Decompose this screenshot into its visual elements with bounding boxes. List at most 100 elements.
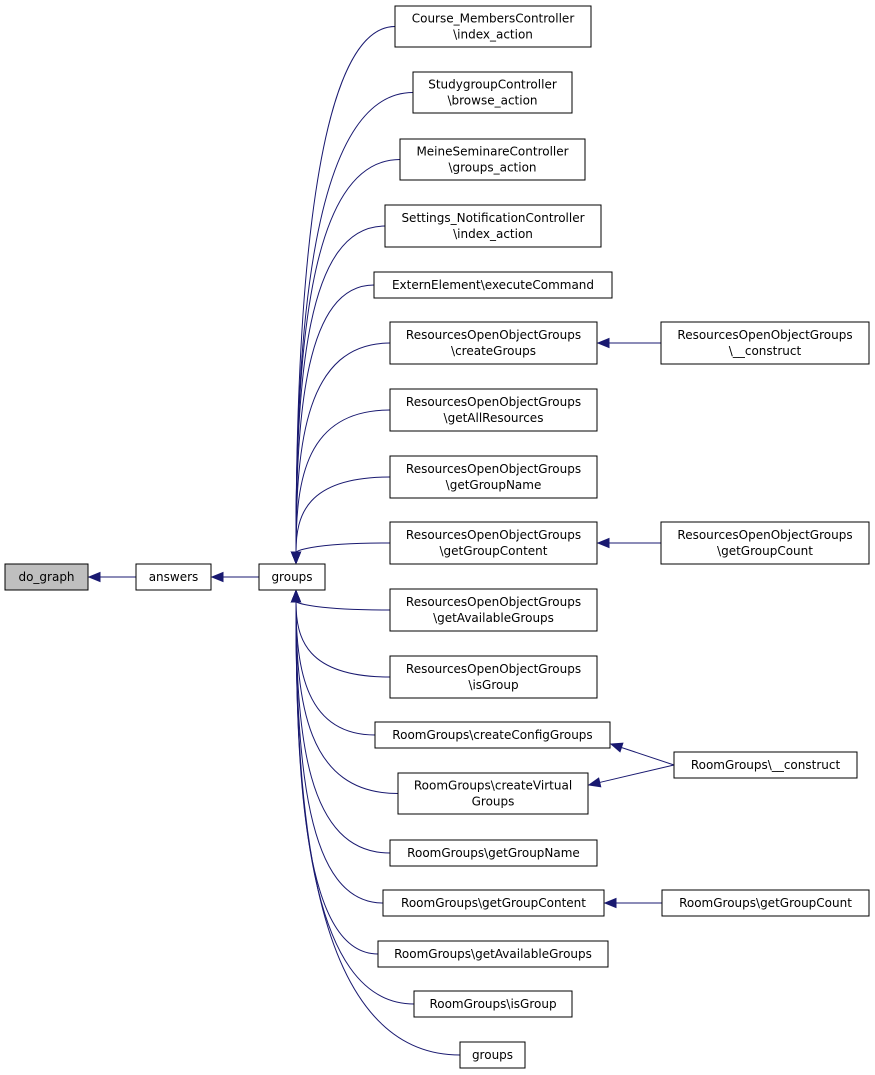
node-label: \browse_action [447,94,537,108]
node-label: ResourcesOpenObjectGroups [406,462,581,476]
node-box [377,940,609,968]
node-groups[interactable]: groups [258,563,326,591]
edge-line [621,747,675,766]
node-box [4,563,89,591]
node-label: ResourcesOpenObjectGroups [677,328,852,342]
node-label: ExternElement\executeCommand [392,278,594,292]
node-box [660,521,870,565]
edge-line [295,476,391,553]
nodes-layer: do_graph answers groups Course_MembersContr… [4,5,870,1069]
node-box [384,204,602,248]
node-label: Course_MembersController [412,12,575,26]
node-box [373,271,613,299]
edge-roog-getcontent-to-groups [290,542,391,565]
node-box [459,1041,526,1069]
node-roog-getall[interactable]: ResourcesOpenObjectGroups\getAllResource… [389,388,598,432]
edge-groups-to-answers [210,571,259,583]
node-roog-getavail[interactable]: ResourcesOpenObjectGroups \getAvailableGr… [389,588,598,632]
edge-roog-getavail-to-groups [290,589,391,611]
node-box [673,751,858,779]
edge-arrowhead [210,571,224,583]
edge-rg-createconfig-to-groups [290,589,376,736]
node-roog-construct[interactable]: ResourcesOpenObjectGroups\__construct [660,321,870,365]
edge-line [295,601,461,1056]
edge-line [295,601,384,904]
edge-arrowhead [290,589,302,603]
edge-meine-seminare-to-groups [290,159,401,565]
node-rg-getcount[interactable]: RoomGroups\getGroupCount [661,889,870,917]
node-label: RoomGroups\getGroupContent [401,896,586,910]
edge-line [295,542,391,553]
node-label: RoomGroups\createVirtual [414,779,572,793]
edges-layer [87,26,675,1056]
node-box [389,521,598,565]
node-answers[interactable]: answers [135,563,212,591]
node-label: \getGroupCount [717,544,813,558]
edge-line [295,601,379,955]
edge-line [295,342,391,553]
node-label: \getAvailableGroups [433,611,554,625]
node-label: Groups [472,795,515,809]
node-label: \getGroupName [446,478,542,492]
node-roog-getcontent[interactable]: ResourcesOpenObjectGroups\getGroupConten… [389,521,598,565]
edge-roog-create-to-groups [290,342,391,565]
node-do-graph[interactable]: do_graph [4,563,89,591]
node-roog-getname[interactable]: ResourcesOpenObjectGroups \getGroupName [389,455,598,499]
node-label: RoomGroups\isGroup [429,997,556,1011]
node-label: ResourcesOpenObjectGroups [406,595,581,609]
node-settings-notification[interactable]: Settings_NotificationController\index_ac… [384,204,602,248]
edge-arrowhead [609,742,624,753]
node-label: RoomGroups\__construct [691,758,841,772]
node-label: ResourcesOpenObjectGroups [677,528,852,542]
node-box [389,388,598,432]
node-label: \isGroup [468,678,518,692]
node-label: \index_action [453,227,533,241]
node-box [660,321,870,365]
node-course-members[interactable]: Course_MembersController\index_action [394,5,592,48]
node-box [661,889,870,917]
node-rg-createconfig[interactable]: RoomGroups\createConfigGroups [374,721,611,749]
node-label: RoomGroups\getGroupName [407,846,580,860]
node-box [389,839,598,867]
node-box [389,588,598,632]
node-box [399,138,586,181]
edge-arrowhead [596,537,610,549]
edge-rg-construct-to-rg-createconfig [609,742,675,766]
node-roog-getcount[interactable]: ResourcesOpenObjectGroups \getGroupCount [660,521,870,565]
node-groups-leaf[interactable]: groups [459,1041,526,1069]
edge-line [599,764,675,783]
node-rg-getname[interactable]: RoomGroups\getGroupName [389,839,598,867]
node-box [394,5,592,48]
edge-answers-to-do-graph [87,571,136,583]
node-rg-isgroup[interactable]: RoomGroups\isGroup [413,990,573,1018]
node-rg-construct[interactable]: RoomGroups\__construct [673,751,858,779]
node-label: do_graph [18,570,74,584]
edge-line [295,284,375,553]
edge-roog-getcount-to-roog-getcontent [596,537,661,549]
node-rg-getavail[interactable]: RoomGroups\getAvailableGroups [377,940,609,968]
edge-arrowhead [587,777,602,788]
edge-line [295,601,391,611]
node-box [389,455,598,499]
node-extern-element[interactable]: ExternElement\executeCommand [373,271,613,299]
node-label: ResourcesOpenObjectGroups [406,662,581,676]
node-label: \getAllResources [444,411,544,425]
node-roog-isgroup[interactable]: ResourcesOpenObjectGroups \isGroup [389,655,598,699]
node-roog-create[interactable]: ResourcesOpenObjectGroups\createGroups [389,321,598,365]
node-meine-seminare[interactable]: MeineSeminareController\groups_action [399,138,586,181]
edge-arrowhead [596,337,610,349]
node-box [374,721,611,749]
node-box [413,990,573,1018]
node-box [412,71,573,114]
edge-roog-getname-to-groups [290,476,391,565]
edge-arrowhead [603,897,617,909]
node-label: groups [472,1048,513,1062]
edge-line [295,601,391,678]
node-rg-getcontent[interactable]: RoomGroups\getGroupContent [382,889,605,917]
node-label: RoomGroups\getGroupCount [679,896,852,910]
node-box [258,563,326,591]
node-label: StudygroupController [428,78,557,92]
node-studygroup[interactable]: StudygroupController \browse_action [412,71,573,114]
node-box [389,321,598,365]
